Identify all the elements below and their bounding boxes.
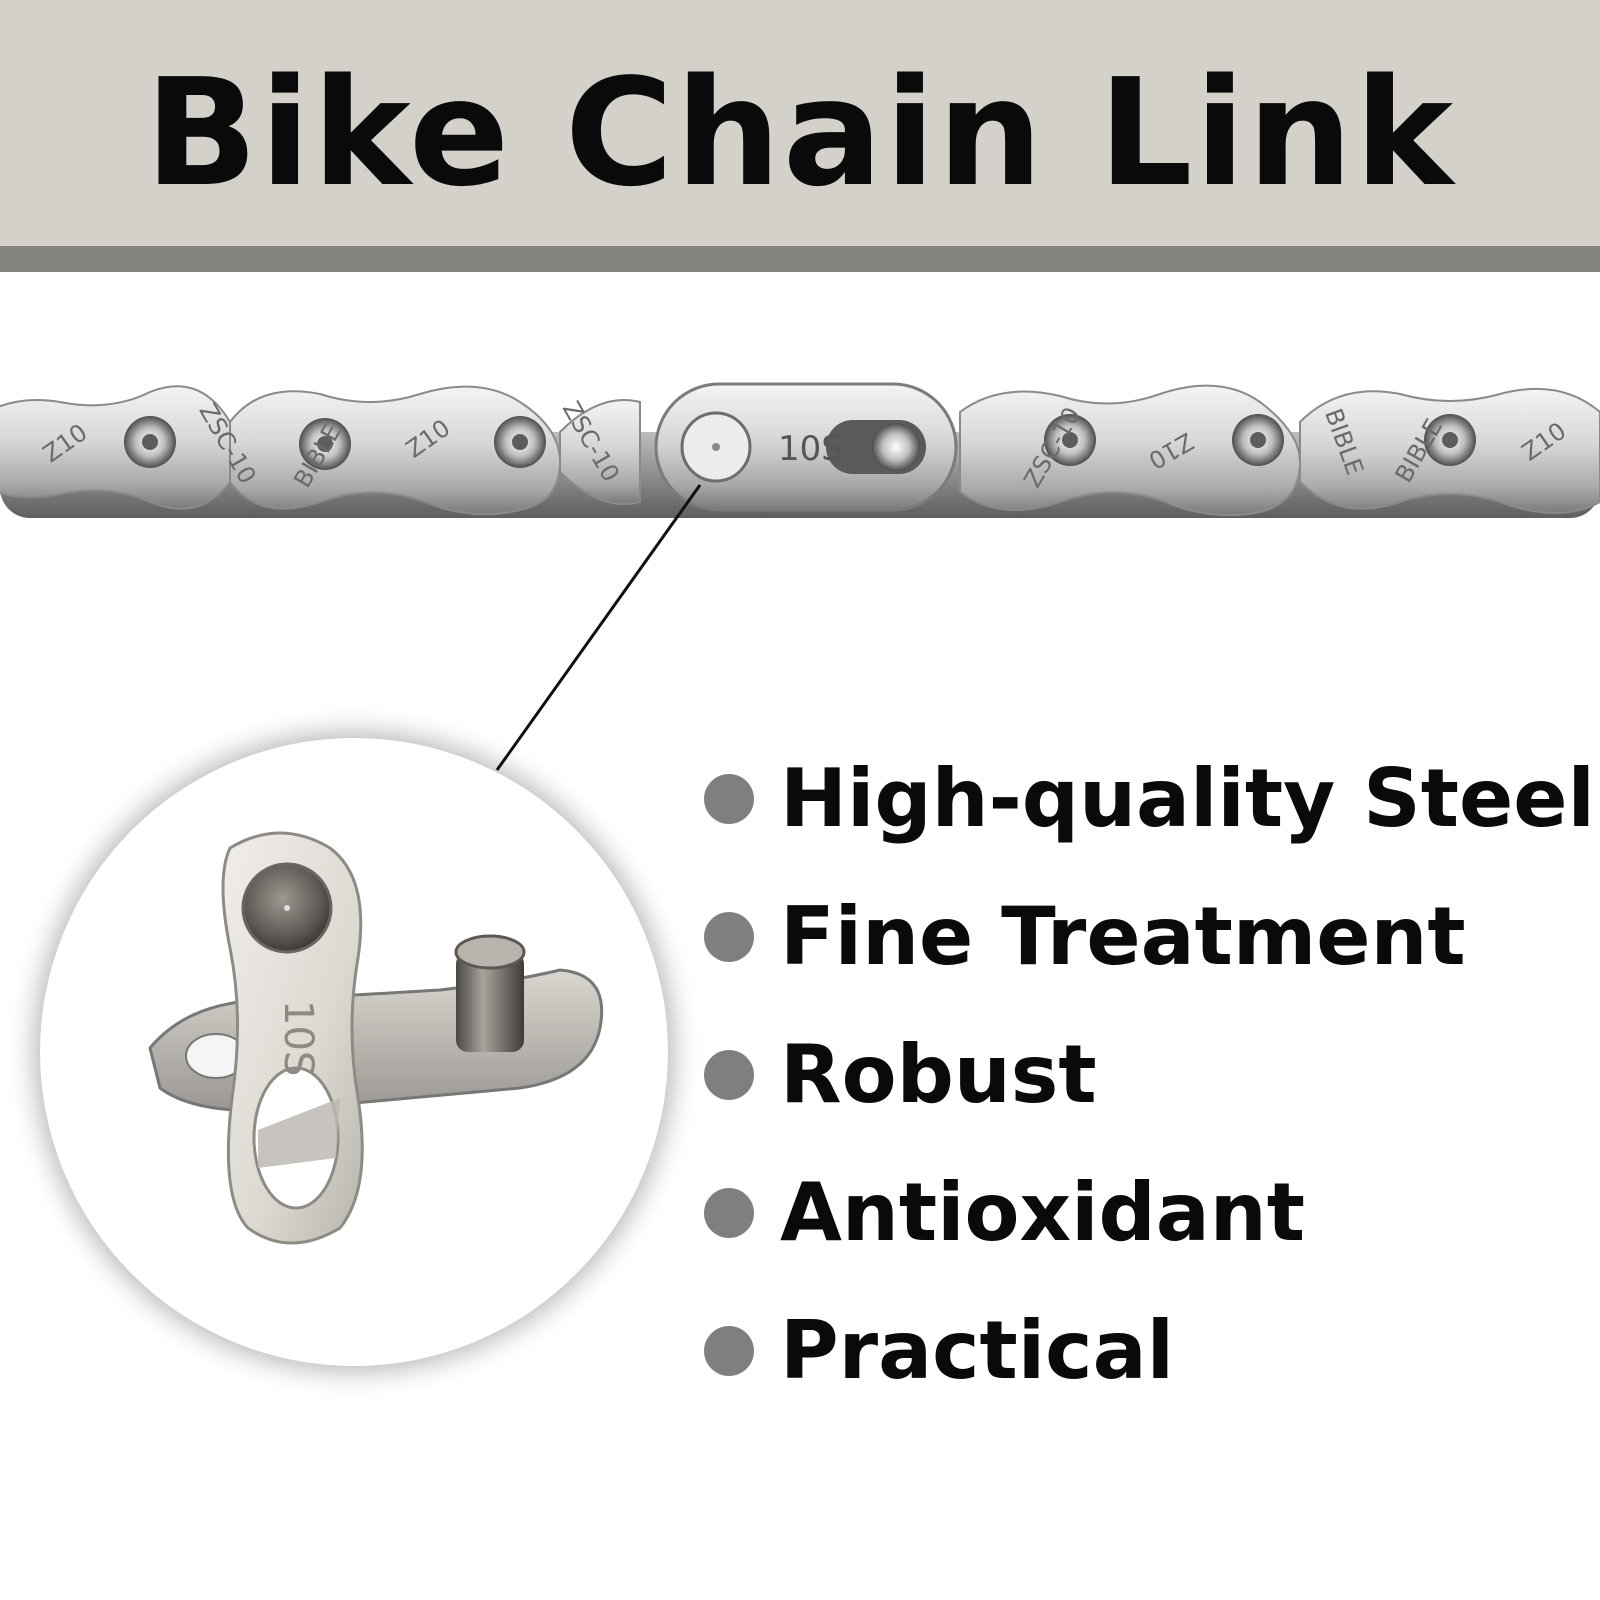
feature-text: Fine Treatment — [780, 890, 1466, 983]
link-label: 10S — [778, 429, 843, 469]
bullet-icon — [704, 1326, 754, 1376]
master-link-plate: 10S — [654, 382, 958, 512]
closeup-plate-label: 10S — [275, 1000, 321, 1076]
feature-item: Robust — [704, 1006, 1600, 1144]
feature-text: High-quality Steel — [780, 752, 1595, 845]
feature-item: High-quality Steel — [704, 730, 1600, 868]
bullet-icon — [704, 1050, 754, 1100]
zoom-detail-circle: 10S — [40, 738, 668, 1366]
feature-item: Fine Treatment — [704, 868, 1600, 1006]
bullet-icon — [704, 1188, 754, 1238]
master-link-closeup: 10S — [148, 831, 604, 1245]
chain-plates — [0, 384, 1600, 517]
feature-item: Practical — [704, 1282, 1600, 1420]
feature-text: Robust — [780, 1028, 1097, 1121]
feature-text: Practical — [780, 1304, 1174, 1397]
feature-item: Antioxidant — [704, 1144, 1600, 1282]
bullet-icon — [704, 912, 754, 962]
title-banner — [0, 0, 1600, 246]
feature-list: High-quality Steel Fine Treatment Robust… — [704, 730, 1600, 1420]
banner-stripe — [0, 246, 1600, 272]
page-title: Bike Chain Link — [144, 47, 1456, 219]
feature-text: Antioxidant — [780, 1166, 1305, 1259]
bullet-icon — [704, 774, 754, 824]
bike-chain-image: 10S Z10 ZSC-10 BIBLE Z10 ZSC-10 ZSC-10 Z… — [0, 382, 1600, 518]
chain-pins — [124, 414, 1476, 470]
